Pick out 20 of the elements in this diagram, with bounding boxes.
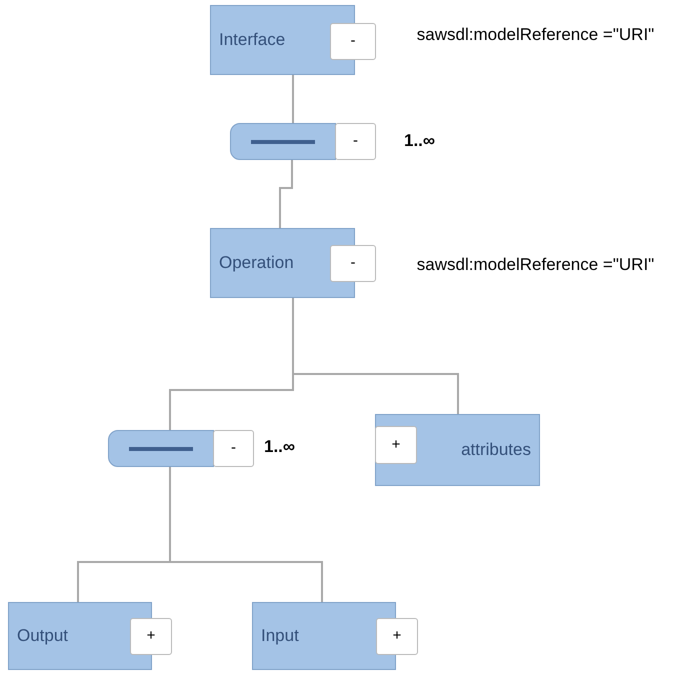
expand-toggle: -: [330, 245, 376, 282]
expand-toggle: -: [335, 123, 376, 160]
occurrence-label: 1..∞: [404, 130, 436, 152]
element-name: Operation: [219, 252, 294, 274]
annotation-text: sawsdl:modelReference ="URI": [416, 24, 656, 46]
element-name: Interface: [219, 29, 286, 52]
connector-line: [169, 467, 323, 602]
occurrence-label: 1..∞: [264, 436, 296, 458]
expand-toggle: -: [330, 23, 376, 60]
connector-line: [292, 75, 294, 123]
element-name: Output: [17, 625, 68, 648]
expand-toggle: +: [376, 618, 418, 655]
element-name: attributes: [461, 439, 531, 462]
annotation-text: sawsdl:modelReference ="URI": [416, 254, 656, 276]
expand-toggle: +: [375, 426, 417, 464]
connector-line: [292, 298, 459, 414]
expand-toggle: +: [130, 618, 172, 655]
element-name: Input: [261, 625, 299, 648]
expand-toggle: -: [213, 430, 254, 467]
connector-line: [279, 160, 293, 228]
